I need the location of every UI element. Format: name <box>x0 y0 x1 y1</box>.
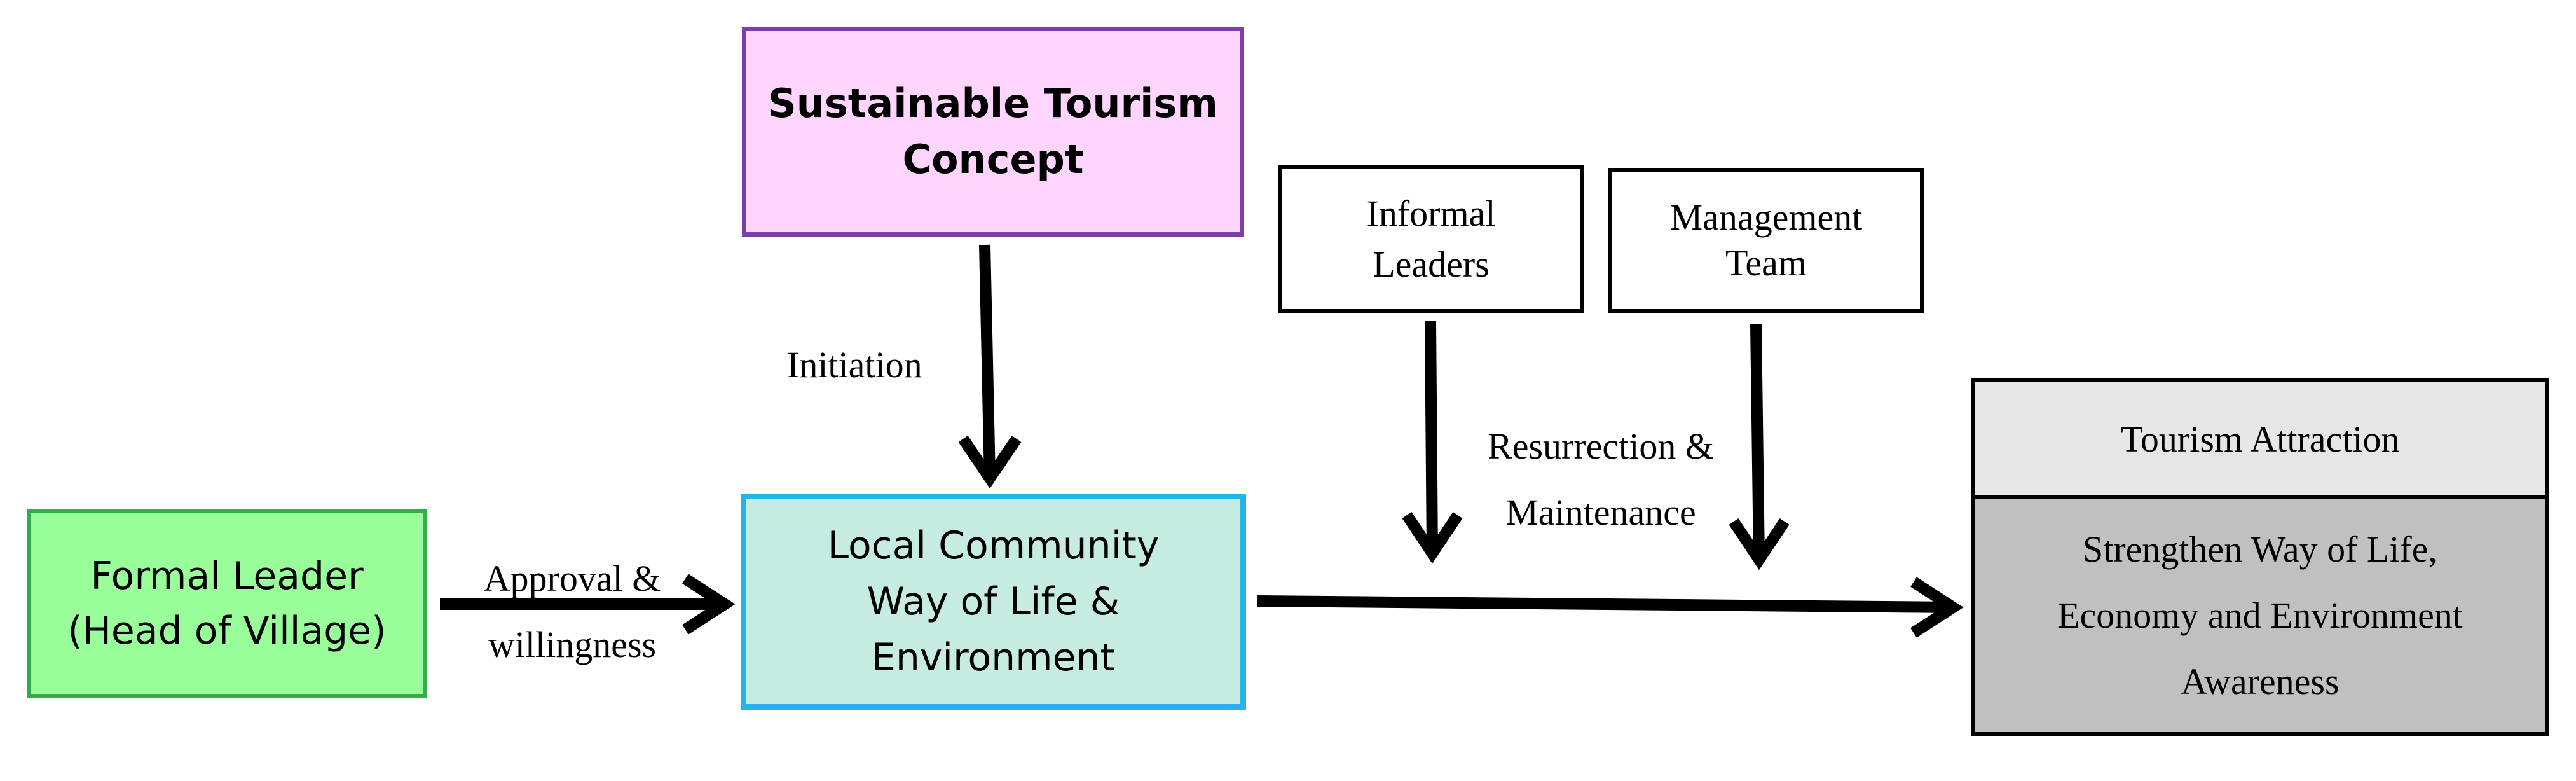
sustainable-tourism-concept-line2: Concept <box>902 136 1084 183</box>
local-community-line3: Environment <box>871 635 1116 680</box>
resurrection-label-line1: Resurrection & <box>1488 425 1714 467</box>
tourism-attraction-body-line1: Strengthen Way of Life, <box>2082 529 2437 570</box>
approval-label: Approval & willingness <box>464 546 680 678</box>
tourism-attraction-body-line2: Economy and Environment <box>2057 595 2463 636</box>
informal-leaders-line1: Informal <box>1366 193 1496 234</box>
local-community-box: Local Community Way of Life & Environmen… <box>741 494 1246 710</box>
tourism-attraction-body-line3: Awareness <box>2181 661 2340 702</box>
resurrection-label-line2: Maintenance <box>1505 492 1696 533</box>
tourism-attraction-title: Tourism Attraction <box>2120 418 2400 460</box>
tourism-attraction-body: Strengthen Way of Life, Economy and Envi… <box>1975 499 2545 732</box>
local-community-line2: Way of Life & <box>867 579 1120 624</box>
formal-leader-box: Formal Leader (Head of Village) <box>27 509 427 698</box>
arrow-management-team <box>1729 324 1790 570</box>
informal-leaders-box: Informal Leaders <box>1278 165 1584 313</box>
approval-label-line2: willingness <box>488 624 657 665</box>
informal-leaders-line2: Leaders <box>1373 244 1490 285</box>
management-team-line1: Management <box>1669 197 1863 238</box>
formal-leader-line2: (Head of Village) <box>67 609 387 653</box>
arrow-approval <box>440 574 736 635</box>
initiation-label: Initiation <box>787 344 922 385</box>
arrow-informal-leaders <box>1402 321 1463 564</box>
arrow-main-flow <box>1257 577 1964 638</box>
local-community-line1: Local Community <box>827 523 1160 568</box>
arrow-initiation <box>958 244 1022 489</box>
formal-leader-line1: Formal Leader <box>90 554 364 598</box>
tourism-attraction-box: Tourism Attraction Strengthen Way of Lif… <box>1971 378 2549 736</box>
sustainable-tourism-concept-line1: Sustainable Tourism <box>768 80 1218 127</box>
approval-label-line1: Approval & <box>483 558 661 599</box>
management-team-box: Management Team <box>1608 168 1924 313</box>
sustainable-tourism-concept-box: Sustainable Tourism Concept <box>742 27 1244 237</box>
resurrection-label: Resurrection & Maintenance <box>1461 413 1741 546</box>
management-team-line2: Team <box>1725 242 1807 284</box>
tourism-attraction-header: Tourism Attraction <box>1975 382 2545 499</box>
